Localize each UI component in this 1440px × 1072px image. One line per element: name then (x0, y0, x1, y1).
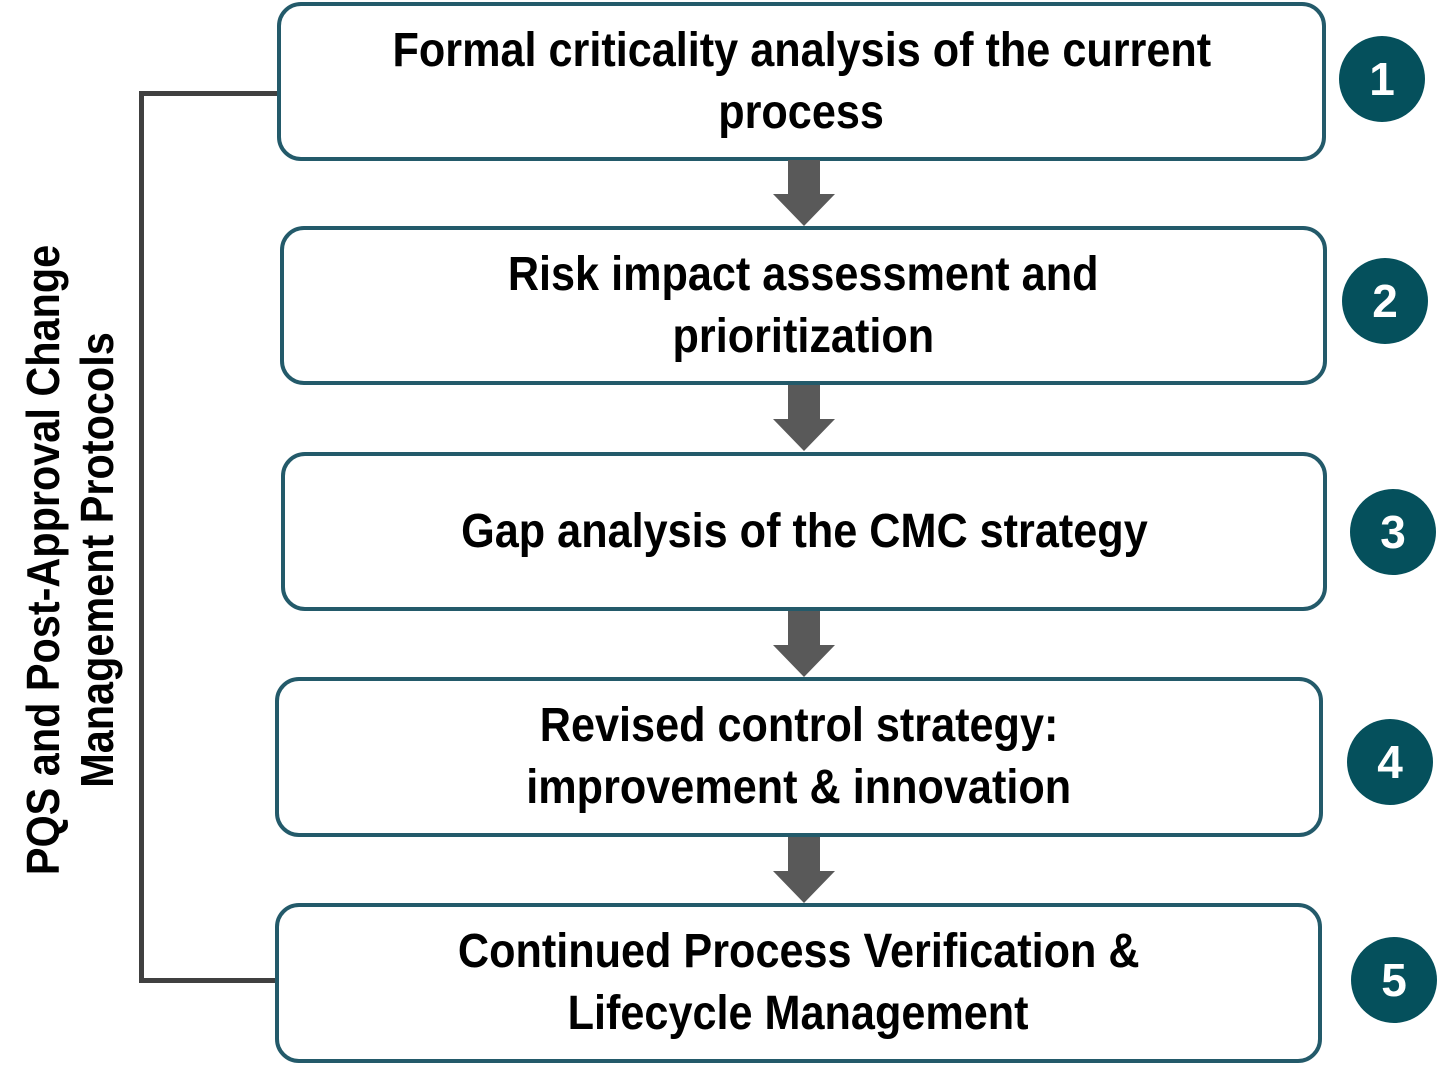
down-arrow-icon-2 (773, 385, 835, 451)
step-box-2: Risk impact assessment and prioritizatio… (280, 226, 1327, 385)
step-5-line-2: Lifecycle Management (568, 987, 1029, 1040)
step-4-line-2: improvement & innovation (526, 761, 1072, 814)
step-5-number: 5 (1381, 954, 1407, 1006)
down-arrow-icon-1 (773, 160, 835, 226)
down-arrow-icon-4 (773, 837, 835, 903)
step-2-number: 2 (1372, 275, 1398, 327)
step-box-3: Gap analysis of the CMC strategy (281, 452, 1327, 611)
bracket-vertical-line (139, 91, 144, 983)
step-1-number: 1 (1369, 53, 1395, 105)
step-number-badge-3: 3 (1350, 489, 1436, 575)
step-4-line-1: Revised control strategy: (539, 699, 1059, 752)
bracket-top-connector (139, 91, 277, 96)
side-label-line-1: PQS and Post-Approval Change (17, 244, 69, 876)
step-box-1: Formal criticality analysis of the curre… (277, 2, 1326, 161)
step-1-line-1: Formal criticality analysis of the curre… (392, 23, 1211, 77)
side-label-line-2: Management Protocols (71, 332, 123, 788)
step-1-line-2: process (718, 85, 885, 139)
step-number-badge-5: 5 (1351, 937, 1437, 1023)
step-number-badge-1: 1 (1339, 36, 1425, 122)
step-3-number: 3 (1380, 506, 1406, 558)
step-box-4: Revised control strategy: improvement & … (275, 677, 1323, 837)
step-2-line-2: prioritization (672, 309, 935, 363)
step-2-line-1: Risk impact assessment and (508, 247, 1099, 301)
step-number-badge-2: 2 (1342, 258, 1428, 344)
step-4-number: 4 (1377, 736, 1403, 788)
step-box-5: Continued Process Verification & Lifecyc… (275, 903, 1322, 1063)
step-5-line-1: Continued Process Verification & (457, 925, 1140, 978)
down-arrow-icon-3 (773, 611, 835, 677)
step-3-line-1: Gap analysis of the CMC strategy (460, 504, 1148, 558)
step-number-badge-4: 4 (1347, 719, 1433, 805)
bracket-bottom-connector (139, 978, 277, 983)
